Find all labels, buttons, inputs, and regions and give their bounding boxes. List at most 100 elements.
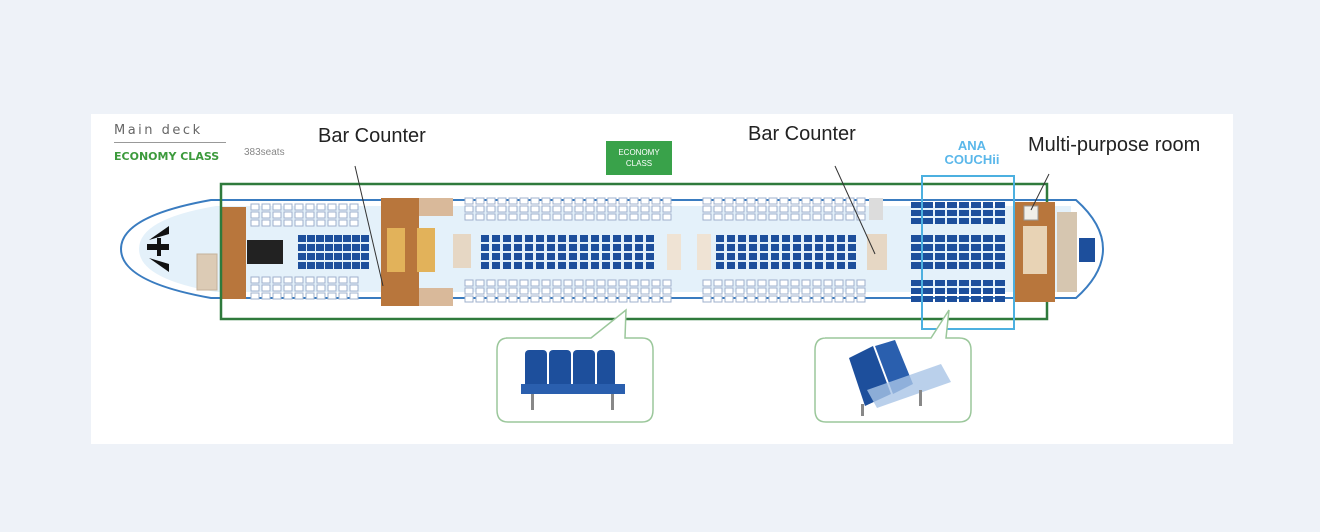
seat bbox=[602, 262, 610, 269]
forward-bulkhead bbox=[247, 240, 283, 264]
ana-couchii-line2: COUCHii bbox=[944, 152, 1000, 167]
seat bbox=[757, 295, 767, 303]
seat bbox=[574, 197, 584, 205]
seat bbox=[596, 197, 606, 205]
seat bbox=[911, 244, 921, 251]
seat bbox=[845, 295, 855, 303]
seat bbox=[294, 203, 304, 211]
seat bbox=[834, 287, 844, 295]
seat bbox=[250, 211, 260, 219]
seat bbox=[771, 244, 779, 251]
seat bbox=[492, 244, 500, 251]
seat bbox=[702, 205, 712, 213]
seat bbox=[541, 205, 551, 213]
seat bbox=[716, 244, 724, 251]
seat bbox=[305, 276, 315, 284]
deck-title: Main deck bbox=[114, 123, 203, 138]
seat bbox=[552, 287, 562, 295]
seat bbox=[261, 203, 271, 211]
seat bbox=[250, 292, 260, 300]
seat bbox=[298, 253, 306, 260]
economy-badge-line2: CLASS bbox=[625, 159, 653, 168]
seat bbox=[635, 235, 643, 242]
seat bbox=[525, 235, 533, 242]
seat bbox=[983, 218, 993, 224]
seat bbox=[361, 253, 369, 260]
seat bbox=[486, 287, 496, 295]
seat bbox=[327, 276, 337, 284]
seat bbox=[995, 218, 1005, 224]
seat bbox=[935, 296, 945, 302]
seat bbox=[503, 235, 511, 242]
seat bbox=[316, 292, 326, 300]
seat bbox=[834, 295, 844, 303]
seat bbox=[250, 276, 260, 284]
seat bbox=[316, 262, 324, 269]
seat bbox=[316, 244, 324, 251]
seat bbox=[464, 213, 474, 221]
seat bbox=[823, 213, 833, 221]
galley-column bbox=[667, 234, 681, 270]
seat bbox=[823, 279, 833, 287]
seat bbox=[947, 218, 957, 224]
seat bbox=[845, 287, 855, 295]
seat bbox=[790, 279, 800, 287]
standard-seat-photo bbox=[521, 350, 625, 410]
seat bbox=[923, 218, 933, 224]
seat bbox=[497, 197, 507, 205]
seat bbox=[760, 244, 768, 251]
seat bbox=[563, 205, 573, 213]
seat bbox=[618, 213, 628, 221]
seat bbox=[519, 295, 529, 303]
seat bbox=[541, 213, 551, 221]
seat bbox=[635, 253, 643, 260]
couchii-zone-boundary bbox=[921, 175, 1015, 330]
seat bbox=[971, 280, 981, 286]
seat bbox=[508, 295, 518, 303]
seat bbox=[497, 287, 507, 295]
seat bbox=[995, 202, 1005, 208]
seat bbox=[574, 295, 584, 303]
seat bbox=[343, 262, 351, 269]
seat bbox=[727, 235, 735, 242]
seat bbox=[793, 262, 801, 269]
seat bbox=[574, 287, 584, 295]
seat bbox=[464, 205, 474, 213]
seat bbox=[327, 219, 337, 227]
seat bbox=[959, 288, 969, 294]
seat bbox=[812, 279, 822, 287]
seat bbox=[801, 287, 811, 295]
seat bbox=[352, 235, 360, 242]
ana-couchii-line1: ANA bbox=[957, 138, 987, 153]
seat bbox=[338, 219, 348, 227]
seat bbox=[856, 205, 866, 213]
seat bbox=[983, 202, 993, 208]
seat bbox=[508, 279, 518, 287]
seat bbox=[749, 244, 757, 251]
seat bbox=[547, 235, 555, 242]
seat bbox=[923, 288, 933, 294]
seat bbox=[746, 213, 756, 221]
seat bbox=[338, 211, 348, 219]
seat bbox=[349, 203, 359, 211]
seat bbox=[995, 262, 1005, 269]
seat bbox=[294, 276, 304, 284]
cabin-class-label: ECONOMY CLASS bbox=[114, 150, 220, 163]
seat bbox=[746, 295, 756, 303]
deck-title-divider bbox=[114, 142, 226, 143]
seat bbox=[294, 219, 304, 227]
seat bbox=[947, 210, 957, 216]
seat bbox=[558, 253, 566, 260]
seat bbox=[316, 235, 324, 242]
seat bbox=[646, 235, 654, 242]
seat bbox=[618, 205, 628, 213]
seat bbox=[971, 262, 981, 269]
seat bbox=[995, 253, 1005, 260]
seat bbox=[971, 218, 981, 224]
seat bbox=[651, 197, 661, 205]
seat bbox=[735, 279, 745, 287]
seat bbox=[580, 262, 588, 269]
seat bbox=[334, 244, 342, 251]
seat bbox=[327, 203, 337, 211]
seat bbox=[325, 235, 333, 242]
